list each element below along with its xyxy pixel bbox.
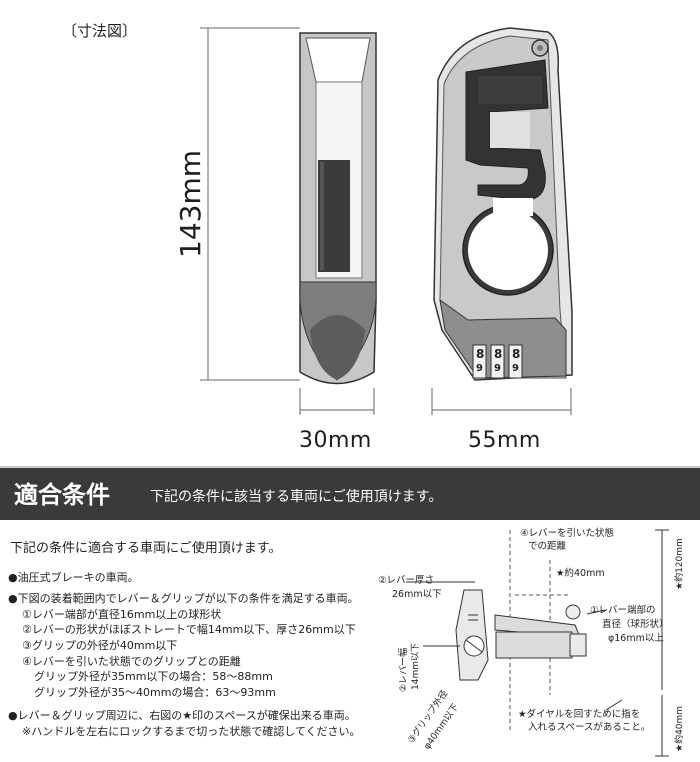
diagram-label-lever-width-value: 14mm以下 xyxy=(411,643,421,690)
dial-digit: 8 xyxy=(476,347,485,361)
combination-dials xyxy=(472,344,523,379)
diagram-label-star-40-vertical: ★約40mm xyxy=(675,705,685,752)
condition-subitem: ④レバーを引いた状態でのグリップとの距離 xyxy=(22,655,241,668)
dial-digit: 9 xyxy=(512,363,519,374)
diagram-label-lever-end: ①レバー端部の xyxy=(590,605,656,616)
conditions-header-band xyxy=(0,466,700,520)
width-dimension-label-front: 30mm xyxy=(299,428,372,453)
product-dimension-drawing xyxy=(200,27,573,415)
condition-item: ●下図の装着範囲内でレバー＆グリップが以下の条件を満足する車両。 xyxy=(8,592,359,605)
condition-subitem: ②レバーの形状がほぼストレートで幅14mm以下、厚さ26mm以下 xyxy=(22,623,356,636)
diagram-label-distance: ④レバーを引いた状態 xyxy=(520,528,615,539)
section-label: 〔寸法図〕 xyxy=(62,22,138,40)
condition-subitem: ③グリップの外径が40mm以下 xyxy=(22,639,178,652)
condition-subitem: グリップ外径が35mm以下の場合：58〜88mm xyxy=(34,670,273,683)
height-dimension-label: 143mm xyxy=(174,150,207,258)
dial-digit: 8 xyxy=(512,347,521,361)
condition-subitem: ①レバー端部が直径16mm以上の球形状 xyxy=(22,608,222,621)
dial-digit: 9 xyxy=(476,363,483,374)
conditions-lead: 下記の条件に適合する車両にご使用頂けます。 xyxy=(10,541,282,556)
diagram-label-dial-space: ★ダイヤルを回すために指を xyxy=(518,709,641,720)
width-dimension-label-side: 55mm xyxy=(468,428,541,453)
lock-front-view xyxy=(299,32,377,385)
diagram-label-star-40: ★約40mm xyxy=(556,568,605,579)
fitment-diagram xyxy=(406,529,669,757)
diagram-label-lever-thickness: ②レバー厚さ xyxy=(378,575,435,586)
conditions-subtitle: 下記の条件に該当する車両にご使用頂けます。 xyxy=(150,489,443,505)
diagram-label-dial-space-b: 入れるスペースがあること。 xyxy=(528,722,651,733)
diagram-label-lever-thickness-value: 26mm以下 xyxy=(392,589,442,600)
condition-item: ●レバー＆グリップ周辺に、右図の★印のスペースが確保出来る車両。 xyxy=(8,709,356,722)
condition-item: ●油圧式ブレーキの車両。 xyxy=(8,571,139,584)
diagram-label-lever-end-diameter: 直径（球形状） xyxy=(602,619,669,630)
conditions-title: 適合条件 xyxy=(14,481,110,509)
dial-digit: 8 xyxy=(494,347,503,361)
diagram-label-distance-b: での距離 xyxy=(528,541,567,552)
diagram-label-lever-end-value: φ16mm以上 xyxy=(608,633,664,644)
diagram-label-star-120: ★約120mm xyxy=(675,538,685,590)
condition-subitem: グリップ外径が35〜40mmの場合：63〜93mm xyxy=(34,686,276,699)
lock-side-view xyxy=(433,27,573,381)
condition-note: ※ハンドルを左右にロックするまで切った状態で確認してください。 xyxy=(22,725,361,738)
dial-digit: 9 xyxy=(494,363,501,374)
